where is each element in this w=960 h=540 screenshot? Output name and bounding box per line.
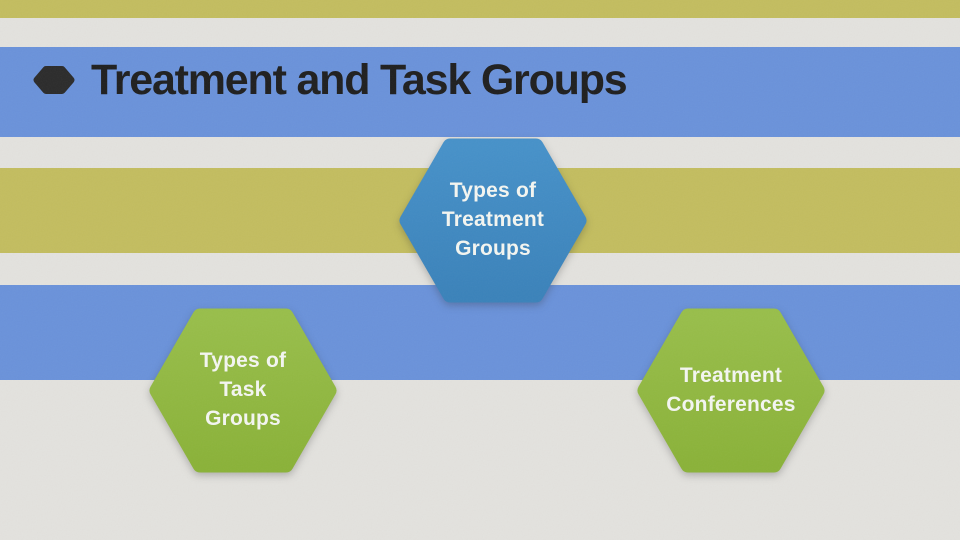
- hexagon-treatment-groups: Types of Treatment Groups: [398, 138, 588, 303]
- hexagon-label: Types of Task Groups: [148, 308, 338, 473]
- hexagon-label-line: Treatment: [441, 208, 545, 232]
- page-title: Treatment and Task Groups: [91, 55, 628, 104]
- hexagon-label-line: Types of: [199, 349, 287, 373]
- hexagon-label-line: Treatment: [679, 363, 783, 387]
- hexagon-label-line: Groups: [205, 406, 281, 430]
- hexagon-label: Treatment Conferences: [636, 308, 826, 473]
- hexagon-treatment-conferences: Treatment Conferences: [636, 308, 826, 473]
- stripe-olive-top: [0, 0, 960, 18]
- slide-title-row: Treatment and Task Groups: [33, 52, 628, 108]
- hexagon-task-groups: Types of Task Groups: [148, 308, 338, 473]
- hexagon-icon: [33, 66, 75, 94]
- hexagon-label: Types of Treatment Groups: [398, 138, 588, 303]
- hexagon-label-line: Groups: [455, 236, 531, 260]
- hexagon-label-line: Types of: [449, 179, 537, 203]
- hexagon-label-line: Conferences: [666, 392, 796, 416]
- hexagon-label-line: Task: [219, 378, 267, 402]
